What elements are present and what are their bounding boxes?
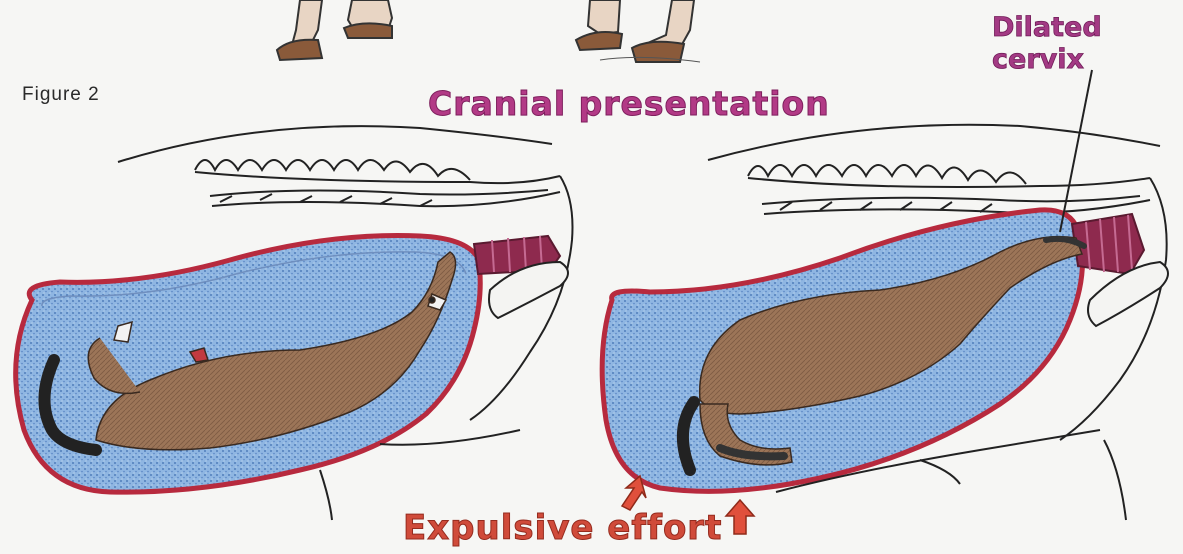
cervix-label-line1: Dilated xyxy=(992,12,1102,44)
figure-label: Figure 2 xyxy=(22,84,100,106)
mare-legs-left xyxy=(277,0,392,60)
mare-legs-right xyxy=(576,0,700,62)
left-cervix-closed xyxy=(474,236,568,318)
expulsive-arrow-bottom xyxy=(726,500,754,534)
cervix-label-line2: cervix xyxy=(992,44,1102,76)
right-cervix-dilated xyxy=(1072,214,1168,326)
diagram-title: Cranial presentation xyxy=(428,84,830,123)
cervix-pointer-line xyxy=(1060,70,1092,232)
expulsive-effort-label: Expulsive effort xyxy=(403,508,722,548)
cervix-label: Dilated cervix xyxy=(992,12,1102,76)
